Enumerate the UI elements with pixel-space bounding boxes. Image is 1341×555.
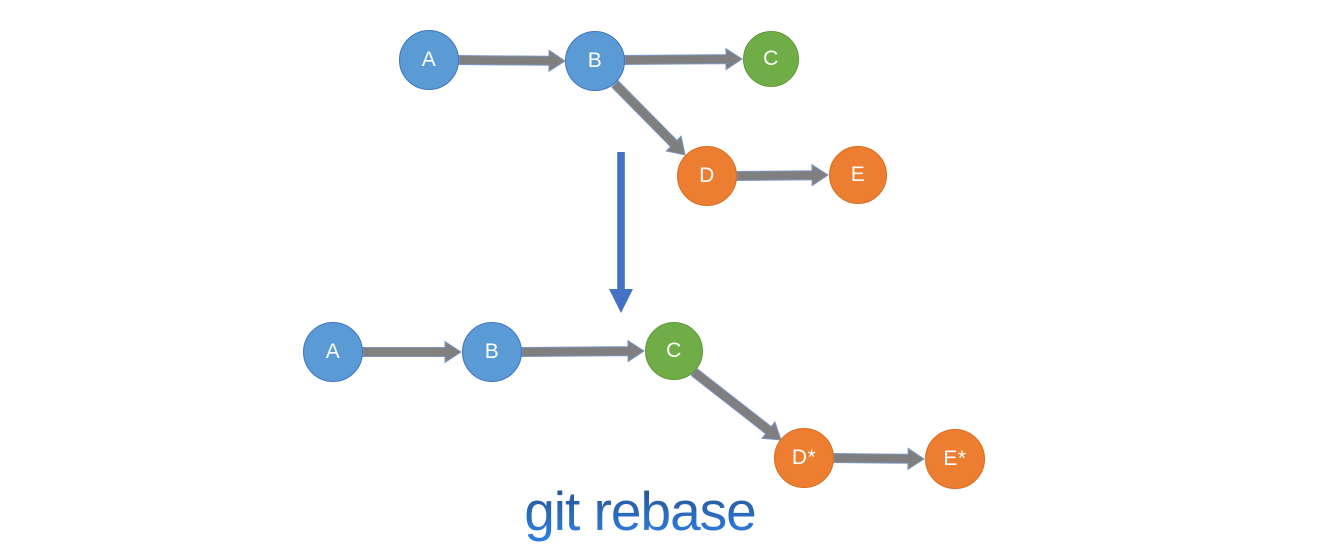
edge-arrow-bottom-C-to-bottom-Dstar <box>690 367 782 441</box>
commit-node-top-C: C <box>743 31 799 87</box>
commit-node-top-D: D <box>677 146 737 206</box>
edge-arrow-top-B-to-top-D <box>611 80 686 156</box>
commit-node-label: E <box>850 163 866 186</box>
commit-node-label: E* <box>943 447 967 470</box>
commit-node-label: D* <box>791 446 817 469</box>
edge-arrow-top-D-to-top-E <box>736 163 829 187</box>
commit-node-label: C <box>666 339 682 362</box>
commit-node-top-E: E <box>829 146 887 204</box>
commit-node-label: B <box>587 49 603 72</box>
commit-node-bottom-Dstar: D* <box>774 428 834 488</box>
commit-node-top-B: B <box>565 31 625 91</box>
commit-node-bottom-B: B <box>462 322 522 382</box>
commit-node-label: A <box>421 48 437 71</box>
edge-arrow-bottom-Dstar-to-bottom-Estar <box>833 447 925 471</box>
commit-node-bottom-A: A <box>303 322 363 382</box>
rebase-transform-arrow <box>609 152 633 313</box>
commit-node-label: C <box>763 47 779 70</box>
edge-arrow-bottom-B-to-bottom-C <box>521 339 645 363</box>
commit-node-bottom-C: C <box>645 322 703 380</box>
commit-node-bottom-Estar: E* <box>925 429 985 489</box>
commit-node-label: D <box>699 164 715 187</box>
edge-arrow-bottom-A-to-bottom-B <box>362 340 462 364</box>
edge-arrow-top-B-to-top-C <box>624 47 743 71</box>
commit-node-label: B <box>484 340 500 363</box>
commit-node-label: A <box>325 340 341 363</box>
commit-node-top-A: A <box>399 30 459 90</box>
caption-git-rebase: git rebase <box>520 479 760 543</box>
edge-arrow-top-A-to-top-B <box>458 49 566 73</box>
